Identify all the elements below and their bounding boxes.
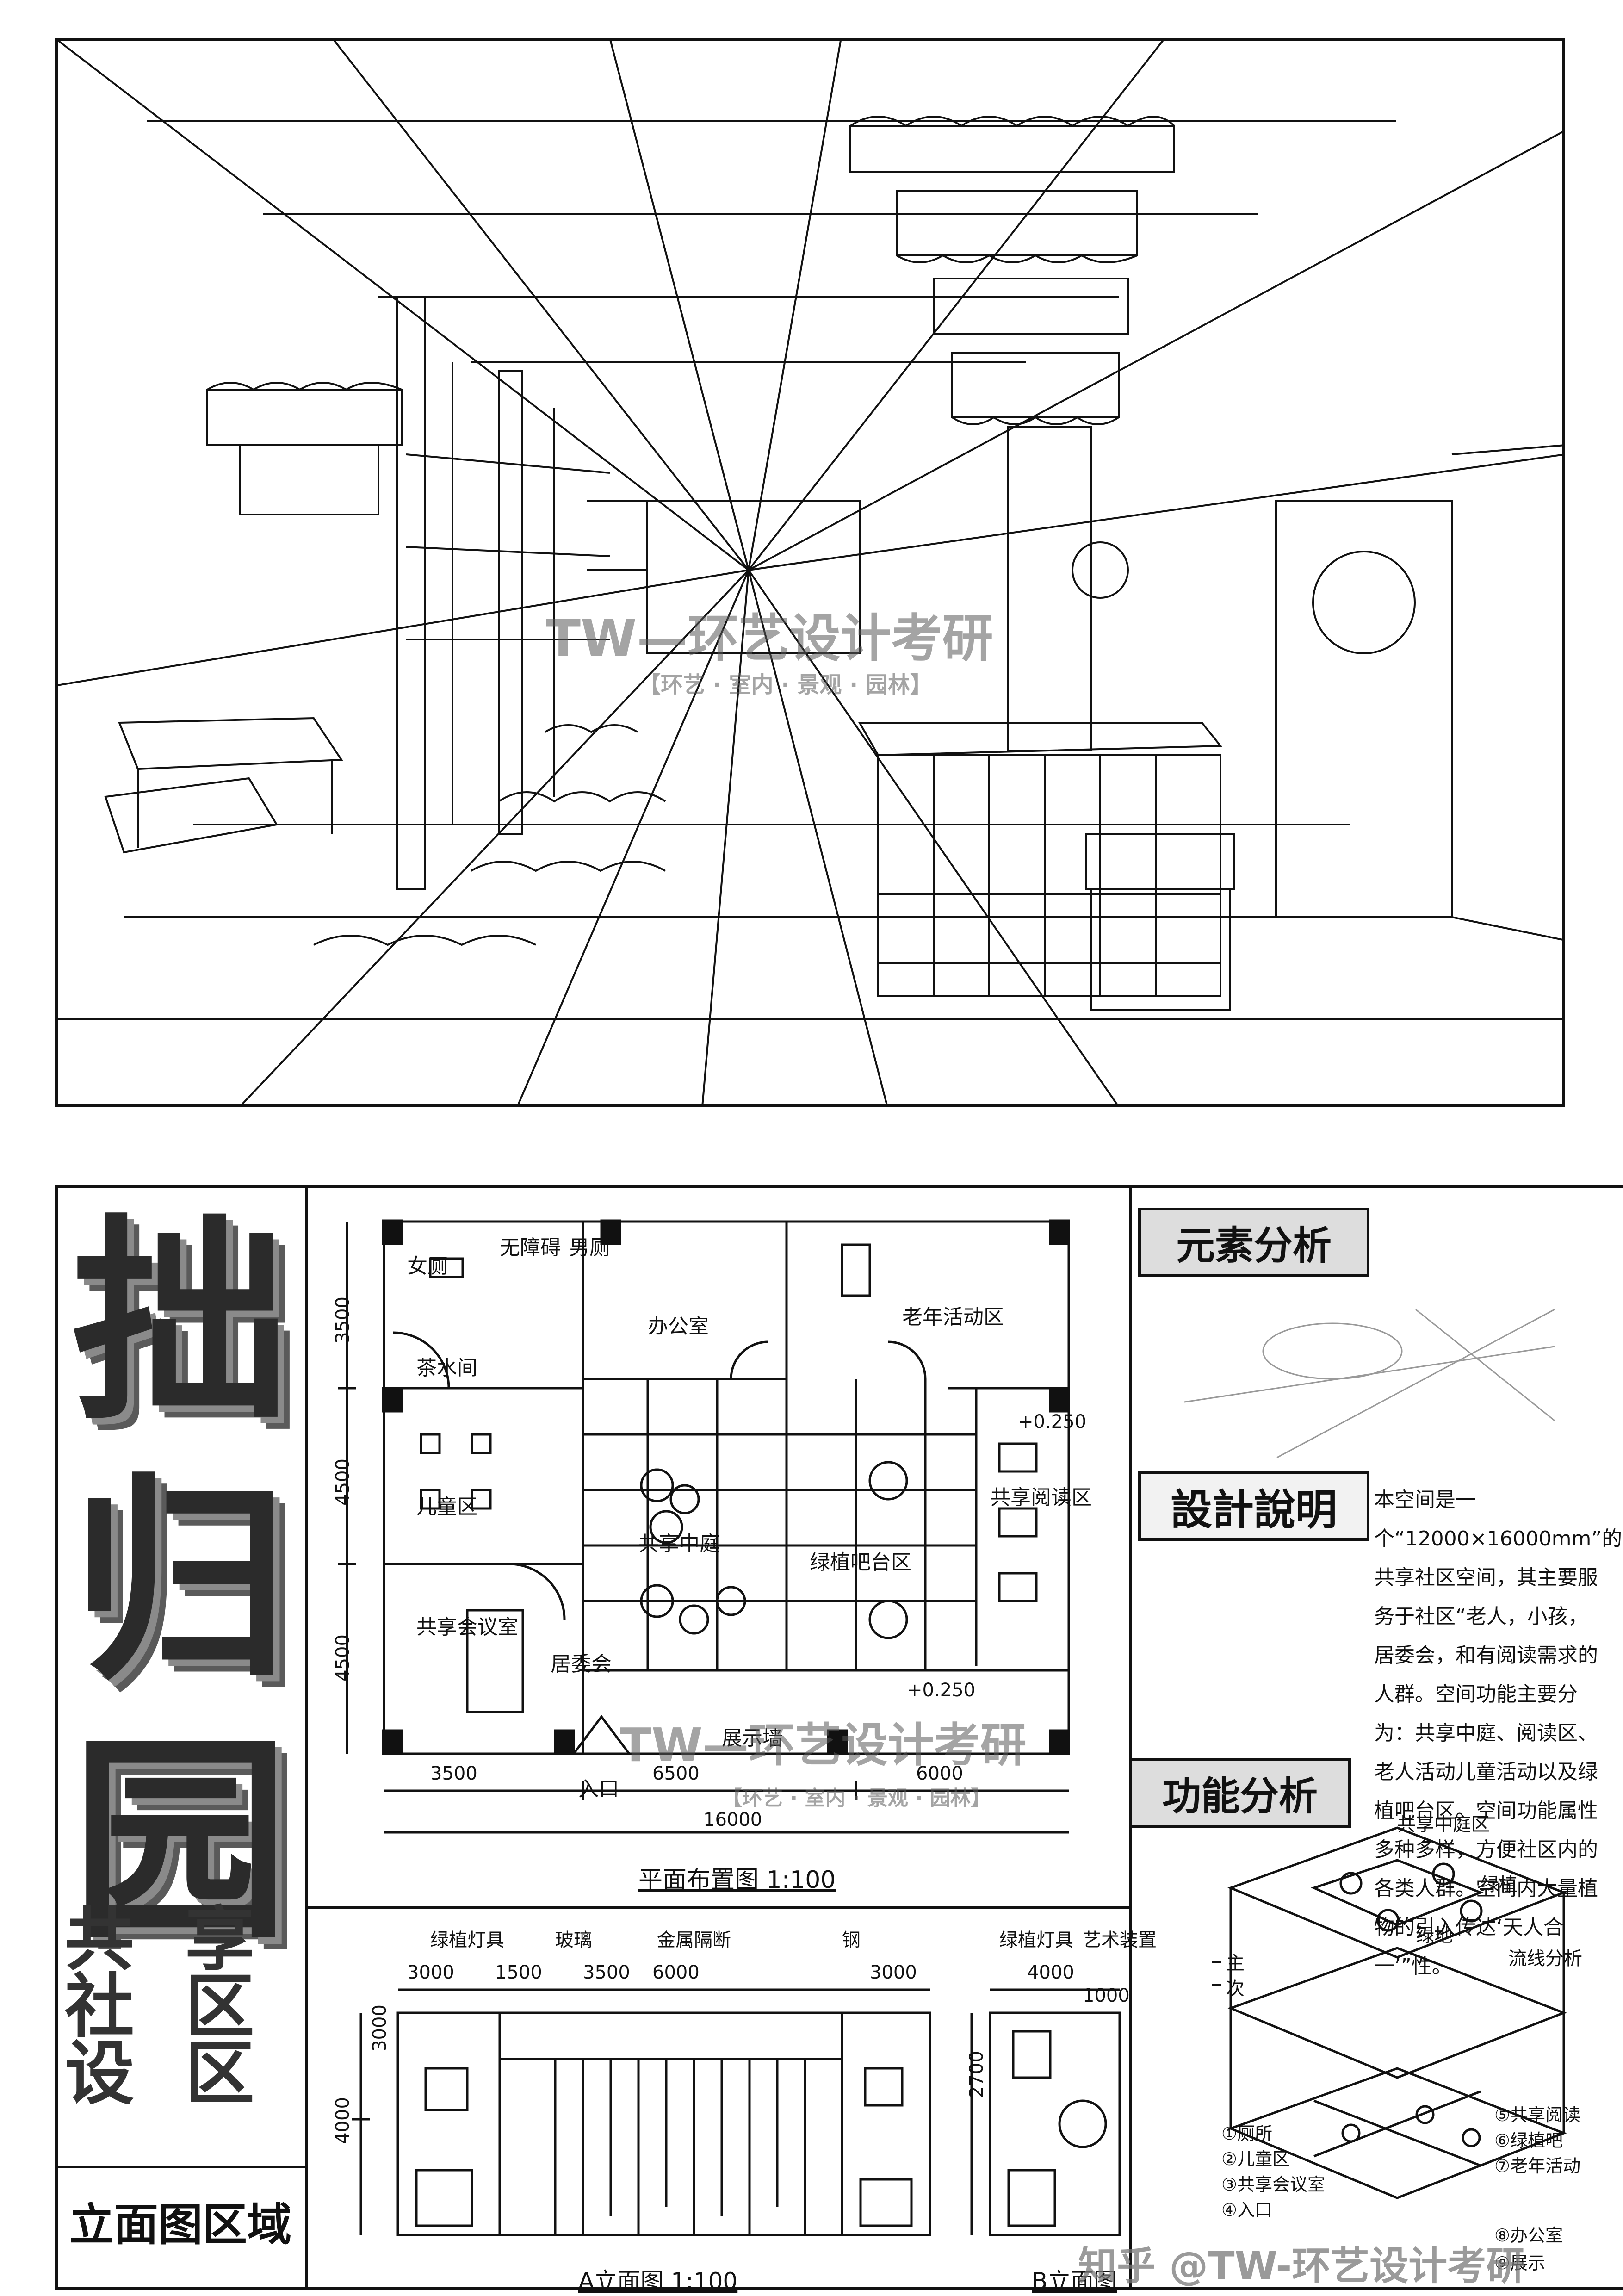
plan-level: +0.250	[1018, 1411, 1087, 1433]
plan-dim-bottom: 3500	[430, 1763, 477, 1784]
plan-room-label: 办公室	[648, 1315, 709, 1338]
footer-watermark: 知乎 @TW-环艺设计考研	[1078, 2243, 1525, 2289]
plan-room-label: 绿植吧台区	[810, 1551, 911, 1574]
plan-dim-total: 16000	[703, 1809, 762, 1831]
plan-room-label: 共享会议室	[416, 1615, 518, 1639]
elevation-a-label: 绿植灯具	[430, 1930, 504, 1951]
elevation-region-label: 立面图区域	[69, 2199, 291, 2251]
element-analysis-label: 元素分析	[1138, 1208, 1369, 1277]
plan-room-label: 茶水间	[416, 1356, 477, 1380]
element-analysis-sketch	[1138, 1282, 1601, 1476]
elevation-a-dim-left: 3000	[369, 2004, 390, 2052]
subtitle-char: 社	[65, 1967, 135, 2047]
subtitle-char: 区	[185, 1967, 255, 2047]
elevation-b-label: 绿植灯具	[999, 1930, 1073, 1951]
legend-item: ④入口	[1221, 2200, 1273, 2220]
board-frame	[55, 1185, 1623, 2290]
legend-item: ⑧办公室	[1494, 2225, 1563, 2246]
legend-item: ①厕所	[1221, 2123, 1273, 2144]
legend-item: ⑨展示	[1494, 2253, 1546, 2273]
title-block: 拙 归 园	[60, 1194, 301, 2119]
axon-label-flow: 流线分析	[1508, 1948, 1582, 1969]
design-notes-label: 設計說明	[1138, 1471, 1369, 1541]
elevation-b-drawing	[962, 1920, 1129, 2263]
axon-label-plant: 绿植	[1481, 1874, 1518, 1895]
subtitle-char: 设	[65, 2034, 135, 2114]
perspective-frame	[55, 38, 1565, 1107]
title-char-1: 拙	[72, 1197, 289, 1450]
function-axonometric	[1212, 1814, 1619, 2258]
axon-label-sub: 次	[1226, 1978, 1245, 1999]
plan-room-label: 共享阅读区	[990, 1486, 1092, 1509]
floor-plan	[324, 1203, 1120, 1897]
function-analysis-label: 功能分析	[1129, 1758, 1351, 1828]
right-column-divider	[1129, 1185, 1132, 2290]
plan-room-label: 女厕	[407, 1254, 448, 1278]
axon-legend-left: ①厕所 ②儿童区 ③共享会议室 ④入口	[1221, 2119, 1360, 2240]
legend-item: ⑥绿植吧	[1494, 2130, 1563, 2151]
elevation-a-dim-left: 4000	[332, 2097, 353, 2144]
plan-level: +0.250	[907, 1680, 976, 1701]
elevation-b-title: B立面图	[1032, 2268, 1117, 2295]
elevation-a-dim-top: 3500	[583, 1962, 630, 1983]
title-column-divider	[305, 1185, 308, 2290]
axon-label-top: 共享中庭区	[1397, 1814, 1490, 1835]
plan-dim-left: 4500	[332, 1634, 353, 1682]
elevation-b-dim-left: 2700	[966, 2051, 987, 2098]
elevation-a-drawing	[333, 1920, 972, 2263]
legend-item: ③共享会议室	[1221, 2174, 1326, 2195]
elevation-a-dim-top: 1500	[495, 1962, 542, 1983]
subtitle-char: 共	[65, 1899, 135, 1980]
legend-item: ②儿童区	[1221, 2149, 1290, 2169]
plan-dim-left: 3500	[332, 1297, 353, 1344]
design-notes-text: 本空间是一个“12000×16000mm”的共享社区空间，其主要服务于社区“老人…	[1374, 1488, 1623, 1978]
plan-dim-left: 4500	[332, 1458, 353, 1506]
plan-room-label: 儿童区	[416, 1495, 477, 1519]
elevation-a-dim-top: 3000	[407, 1962, 454, 1983]
axon-legend-right: ⑤共享阅读 ⑥绿植吧 ⑦老年活动 ⑧办公室 ⑨展示	[1494, 2101, 1615, 2295]
title-char-2: 归	[72, 1456, 289, 1709]
subtitle-block: 共 社 设 享 区 区	[65, 1899, 305, 2115]
elevation-a-dim-top: 6000	[652, 1962, 700, 1983]
perspective-sketch	[55, 38, 1565, 1107]
elevation-region-divider	[55, 2166, 308, 2168]
plan-room-label: 入口	[578, 1777, 619, 1801]
plan-room-label: 展示墙	[722, 1726, 783, 1750]
plan-room-label: 男厕	[569, 1236, 610, 1260]
watermark-top-title: TW—环艺设计考研	[546, 609, 993, 668]
elevation-b-dim-top: 4000	[1027, 1962, 1074, 1983]
plan-room-label: 共享中庭	[638, 1532, 720, 1556]
elevation-a-label: 钢	[842, 1930, 861, 1951]
title-char-3: 园	[72, 1715, 289, 1968]
subtitle-col-2: 享 区 区	[185, 1899, 305, 2114]
axon-label-green: 绿地	[1416, 1925, 1453, 1946]
watermark-mid-title: TW—环艺设计考研	[620, 1718, 1027, 1772]
axon-label-main: 主	[1226, 1953, 1245, 1974]
subtitle-char: 享	[185, 1899, 255, 1980]
elevation-b-dim-top: 1000	[1083, 1985, 1130, 2006]
plan-room-label: 无障碍	[500, 1236, 561, 1260]
elevation-a-dim-top: 3000	[870, 1962, 917, 1983]
subtitle-col-1: 共 社 设	[65, 1899, 185, 2114]
elevation-a-label: 玻璃	[555, 1930, 592, 1951]
plan-elevation-divider	[305, 1906, 1129, 1909]
plan-room-label: 老年活动区	[902, 1305, 1004, 1329]
subtitle-char: 区	[185, 2034, 255, 2114]
watermark-top-subtitle: 【环艺 · 室内 · 景观 · 园林】	[638, 672, 932, 698]
watermark-mid-subtitle: 【环艺 · 室内 · 景观 · 园林】	[722, 1787, 991, 1810]
elevation-a-title: A立面图 1:100	[578, 2268, 738, 2295]
elevation-b-label: 艺术装置	[1083, 1930, 1157, 1951]
legend-item: ⑤共享阅读	[1494, 2105, 1581, 2125]
elevation-a-label: 金属隔断	[657, 1930, 731, 1951]
plan-dim-bottom: 6500	[652, 1763, 700, 1784]
plan-dim-bottom: 6000	[916, 1763, 963, 1784]
plan-title: 平面布置图 1:100	[638, 1866, 836, 1894]
plan-room-label: 居委会	[551, 1652, 612, 1676]
legend-item: ⑦老年活动	[1494, 2156, 1581, 2176]
